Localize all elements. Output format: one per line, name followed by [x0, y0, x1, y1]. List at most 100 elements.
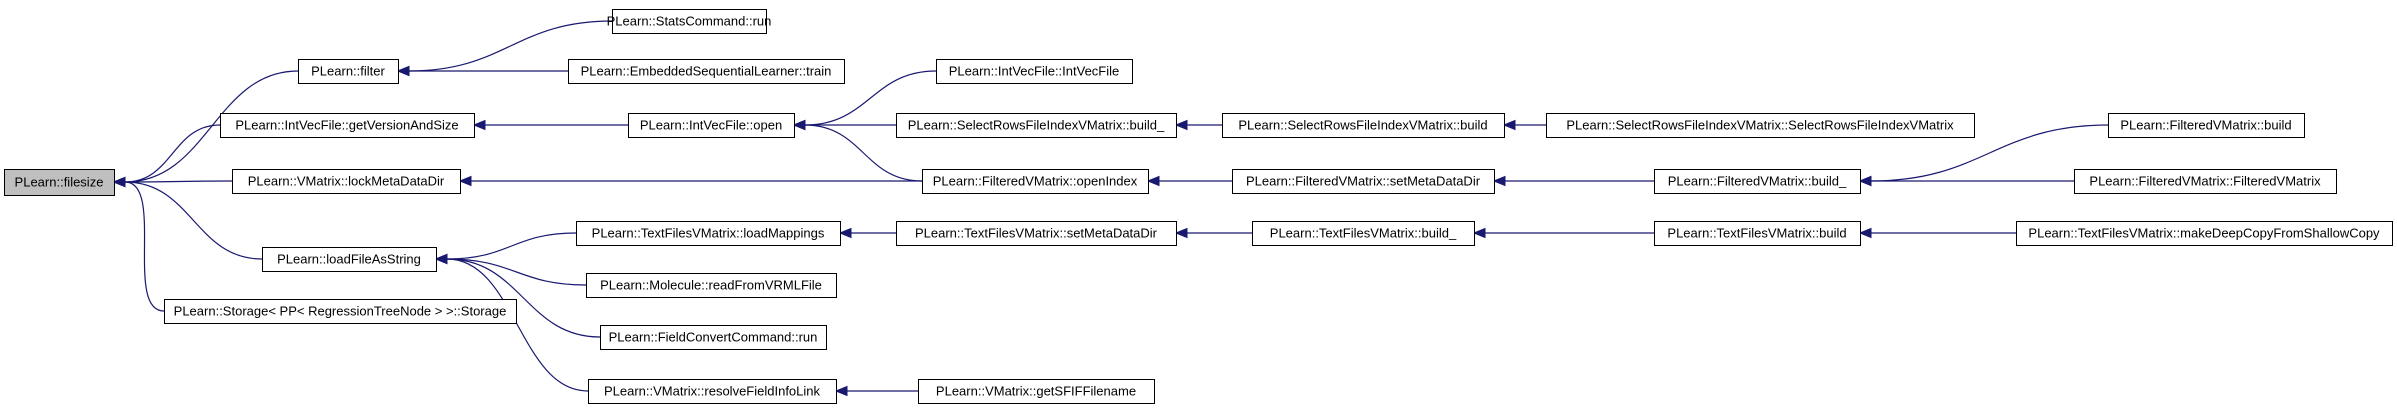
- node-label: PLearn::VMatrix::lockMetaDataDir: [248, 174, 445, 189]
- arrowhead-icon: [1174, 119, 1188, 131]
- node-label: PLearn::FilteredVMatrix::build: [2120, 118, 2291, 133]
- node-box: [2074, 169, 2337, 194]
- function-node[interactable]: PLearn::loadFileAsString: [262, 247, 437, 272]
- node-label: PLearn::IntVecFile::open: [640, 118, 782, 133]
- call-edge: [434, 253, 589, 392]
- node-box: [1252, 221, 1475, 246]
- call-edge: [1146, 175, 1233, 187]
- root-node[interactable]: PLearn::filesize: [4, 169, 115, 196]
- node-label: PLearn::StatsCommand::run: [607, 14, 772, 29]
- function-node[interactable]: PLearn::Molecule::readFromVRMLFile: [586, 273, 837, 298]
- call-edge-line: [124, 70, 299, 183]
- function-node[interactable]: PLearn::FilteredVMatrix::build: [2108, 113, 2305, 138]
- node-box: [1654, 169, 1861, 194]
- node-box: [262, 247, 437, 272]
- arrowhead-icon: [458, 175, 472, 187]
- function-node[interactable]: PLearn::TextFilesVMatrix::build_: [1252, 221, 1475, 246]
- call-edge-line: [408, 20, 613, 72]
- function-node[interactable]: PLearn::TextFilesVMatrix::setMetaDataDir: [896, 221, 1177, 246]
- node-box: [1654, 221, 1861, 246]
- node-box: [918, 379, 1155, 404]
- function-node[interactable]: PLearn::IntVecFile::getVersionAndSize: [220, 113, 475, 138]
- function-node[interactable]: PLearn::Storage< PP< RegressionTreeNode …: [164, 299, 517, 324]
- node-label: PLearn::FieldConvertCommand::run: [609, 330, 818, 345]
- node-box: [576, 221, 841, 246]
- node-box: [568, 59, 845, 84]
- arrowhead-icon: [1472, 227, 1486, 239]
- function-node[interactable]: PLearn::FieldConvertCommand::run: [600, 325, 827, 350]
- node-box: [896, 221, 1177, 246]
- function-node[interactable]: PLearn::StatsCommand::run: [607, 9, 772, 34]
- call-edge: [112, 176, 165, 312]
- node-label: PLearn::TextFilesVMatrix::setMetaDataDir: [915, 226, 1158, 241]
- call-edge-line: [804, 70, 937, 126]
- node-label: PLearn::FilteredVMatrix::FilteredVMatrix: [2089, 174, 2321, 189]
- function-node[interactable]: PLearn::FilteredVMatrix::openIndex: [922, 169, 1149, 194]
- arrowhead-icon: [1492, 175, 1506, 187]
- node-layer: PLearn::filesizePLearn::filterPLearn::In…: [4, 9, 2393, 404]
- function-node[interactable]: PLearn::VMatrix::getSFIFFilename: [918, 379, 1155, 404]
- node-label: PLearn::FilteredVMatrix::openIndex: [933, 174, 1138, 189]
- call-edge-line: [446, 258, 587, 286]
- node-box: [220, 113, 475, 138]
- node-label: PLearn::TextFilesVMatrix::makeDeepCopyFr…: [2028, 226, 2380, 241]
- node-label: PLearn::filesize: [15, 175, 104, 190]
- node-box: [164, 299, 517, 324]
- call-edge: [112, 124, 221, 188]
- call-edge: [472, 119, 628, 131]
- function-node[interactable]: PLearn::filter: [298, 59, 399, 84]
- arrowhead-icon: [1858, 227, 1872, 239]
- call-edge-line: [446, 232, 577, 260]
- function-node[interactable]: PLearn::VMatrix::lockMetaDataDir: [232, 169, 461, 194]
- function-node[interactable]: PLearn::SelectRowsFileIndexVMatrix::buil…: [1222, 113, 1505, 138]
- arrowhead-icon: [112, 176, 126, 188]
- function-node[interactable]: PLearn::TextFilesVMatrix::makeDeepCopyFr…: [2016, 221, 2393, 246]
- function-node[interactable]: PLearn::FilteredVMatrix::FilteredVMatrix: [2074, 169, 2337, 194]
- function-node[interactable]: PLearn::TextFilesVMatrix::loadMappings: [576, 221, 841, 246]
- call-edge-line: [124, 181, 165, 312]
- node-label: PLearn::SelectRowsFileIndexVMatrix::Sele…: [1566, 118, 1954, 133]
- node-box: [1222, 113, 1505, 138]
- arrowhead-icon: [1502, 119, 1516, 131]
- call-edge: [838, 227, 896, 239]
- arrowhead-icon: [396, 65, 410, 77]
- node-label: PLearn::SelectRowsFileIndexVMatrix::buil…: [908, 118, 1165, 133]
- call-edge-line: [124, 180, 233, 183]
- node-label: PLearn::FilteredVMatrix::build_: [1668, 174, 1847, 189]
- arrowhead-icon: [792, 119, 806, 131]
- node-label: PLearn::SelectRowsFileIndexVMatrix::buil…: [1238, 118, 1487, 133]
- node-label: PLearn::TextFilesVMatrix::loadMappings: [592, 226, 825, 241]
- node-box: [612, 9, 767, 34]
- function-node[interactable]: PLearn::SelectRowsFileIndexVMatrix::Sele…: [1546, 113, 1975, 138]
- call-edge: [1858, 175, 2074, 187]
- function-node[interactable]: PLearn::SelectRowsFileIndexVMatrix::buil…: [896, 113, 1177, 138]
- call-edge: [834, 385, 918, 397]
- call-edge: [434, 253, 601, 338]
- call-edge: [1858, 227, 2016, 239]
- function-node[interactable]: PLearn::VMatrix::resolveFieldInfoLink: [588, 379, 837, 404]
- call-edge: [792, 119, 923, 182]
- node-label: PLearn::filter: [311, 64, 385, 79]
- call-edge: [434, 253, 587, 286]
- node-box: [1546, 113, 1975, 138]
- node-label: PLearn::VMatrix::resolveFieldInfoLink: [604, 384, 821, 399]
- function-node[interactable]: PLearn::TextFilesVMatrix::build: [1654, 221, 1861, 246]
- call-edge: [1492, 175, 1654, 187]
- function-node[interactable]: PLearn::EmbeddedSequentialLearner::train: [568, 59, 845, 84]
- arrowhead-icon: [472, 119, 486, 131]
- function-node[interactable]: PLearn::IntVecFile::IntVecFile: [936, 59, 1133, 84]
- call-edge-line: [804, 124, 923, 182]
- function-node[interactable]: PLearn::FilteredVMatrix::build_: [1654, 169, 1861, 194]
- function-node[interactable]: PLearn::FilteredVMatrix::setMetaDataDir: [1232, 169, 1495, 194]
- function-node[interactable]: PLearn::IntVecFile::open: [628, 113, 795, 138]
- call-edge: [396, 65, 568, 77]
- call-edge: [1174, 227, 1252, 239]
- node-box: [896, 113, 1177, 138]
- node-box: [600, 325, 827, 350]
- node-box: [936, 59, 1133, 84]
- call-edge-line: [124, 181, 263, 260]
- node-label: PLearn::IntVecFile::getVersionAndSize: [235, 118, 458, 133]
- arrowhead-icon: [1146, 175, 1160, 187]
- node-label: PLearn::TextFilesVMatrix::build: [1667, 226, 1846, 241]
- node-label: PLearn::loadFileAsString: [277, 252, 421, 267]
